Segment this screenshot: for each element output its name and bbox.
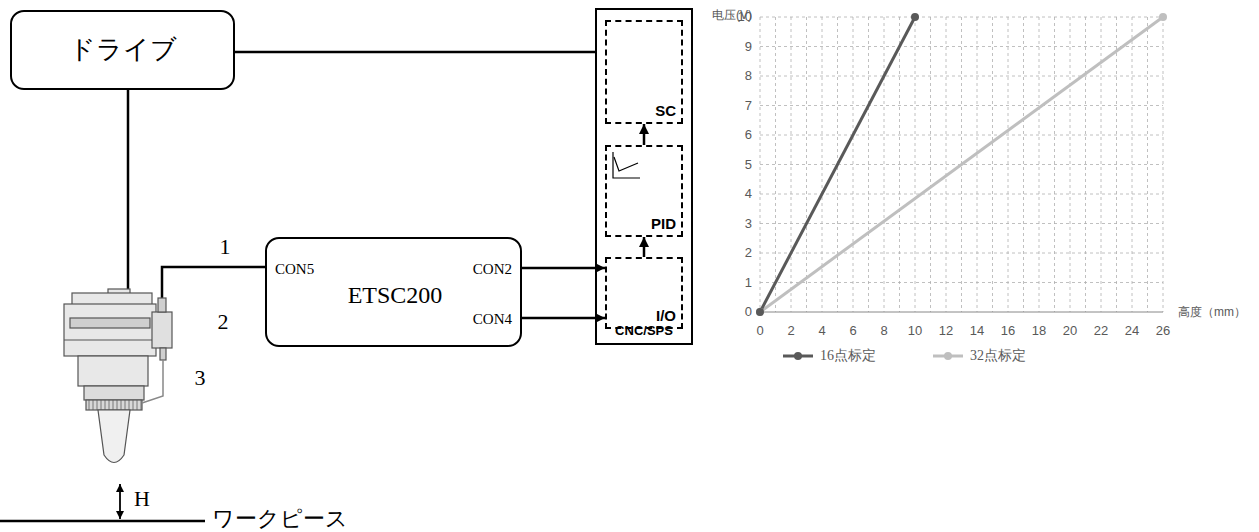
grid-line	[760, 105, 1163, 106]
tick-label: 2	[745, 246, 752, 261]
tick-label: 2	[787, 324, 794, 339]
node-title: PID	[651, 215, 676, 232]
pin-name: CON5	[275, 261, 314, 278]
sensor-cable	[162, 267, 265, 298]
tick-label: 14	[970, 324, 984, 339]
gap-dimension	[119, 484, 121, 519]
grid-line	[1023, 17, 1024, 312]
grid-line	[1147, 17, 1148, 312]
tick-label: 10	[738, 10, 752, 25]
legend-swatch	[783, 352, 813, 360]
callout-number: 3	[195, 365, 206, 390]
grid-line	[775, 17, 776, 312]
data-point	[1159, 13, 1167, 21]
tick-label: 0	[745, 305, 752, 320]
tick-label: 16	[1001, 324, 1015, 339]
drive-cable	[127, 90, 130, 293]
pid-icon	[613, 152, 640, 178]
tick-label: 7	[745, 98, 752, 113]
tick-label: 5	[745, 157, 752, 172]
chart-grid	[760, 17, 1163, 312]
workpiece-line	[0, 520, 205, 523]
tick-label: 4	[818, 324, 825, 339]
callout-number: 2	[218, 309, 229, 334]
cnc-box: CNC/SPS SC PID I/O	[595, 8, 693, 345]
function-block: I/O	[605, 257, 683, 329]
grid-line	[760, 135, 1163, 136]
series-16	[760, 17, 915, 312]
grid-line	[884, 17, 885, 312]
function-block: SC	[605, 20, 683, 124]
grid-line	[760, 253, 1163, 254]
function-block: PID	[605, 145, 683, 237]
tick-label: 18	[1032, 324, 1046, 339]
pin-name: CON4	[473, 311, 512, 328]
callout-number: 1	[220, 234, 231, 259]
laser-head	[64, 289, 172, 463]
tick-label: 6	[745, 128, 752, 143]
connector	[235, 51, 595, 54]
tick-label: 20	[1063, 324, 1077, 339]
controller-box: ETSC200 CON5 CON2CON4	[265, 237, 522, 347]
dimension-label: H	[134, 486, 150, 511]
x-axis	[760, 312, 1163, 313]
tick-label: 24	[1125, 324, 1139, 339]
grid-line	[760, 46, 1163, 47]
axis-title: 高度（mm）	[1178, 306, 1246, 320]
legend-label: 32点标定	[970, 348, 1026, 364]
tick-label: 8	[880, 324, 887, 339]
tick-label: 4	[745, 187, 752, 202]
grid-line	[760, 76, 1163, 77]
grid-line	[760, 17, 1163, 18]
tick-label: 8	[745, 69, 752, 84]
grid-line	[760, 223, 1163, 224]
node-title: SC	[655, 102, 676, 119]
drive-box: ドライブ	[10, 10, 235, 90]
connector	[522, 267, 605, 270]
connector	[643, 237, 646, 257]
tick-label: 22	[1094, 324, 1108, 339]
node-title: ETSC200	[348, 282, 443, 310]
axis-title: 电压(V)	[712, 9, 752, 23]
tick-label: 3	[745, 216, 752, 231]
connector	[643, 124, 646, 145]
tick-label: 10	[908, 324, 922, 339]
node-title: I/O	[656, 307, 676, 324]
legend-swatch	[933, 352, 963, 360]
node-title: ドライブ	[69, 35, 177, 65]
grid-line	[915, 17, 916, 312]
series-32	[760, 17, 1163, 312]
node-title: CNC/SPS	[615, 324, 673, 339]
data-point	[756, 308, 764, 316]
tick-label: 9	[745, 39, 752, 54]
connector	[522, 317, 605, 320]
grid-line	[1070, 17, 1071, 312]
tick-label: 12	[939, 324, 953, 339]
tick-label: 0	[756, 324, 763, 339]
grid-line	[806, 17, 807, 312]
tick-label: 6	[849, 324, 856, 339]
part-name: ワークピース	[212, 506, 348, 531]
tick-label: 1	[745, 275, 752, 290]
legend-label: 16点标定	[820, 348, 876, 364]
data-point	[756, 308, 764, 316]
grid-line	[992, 17, 993, 312]
grid-line	[760, 282, 1163, 283]
data-point	[911, 13, 919, 21]
pin-name: CON2	[473, 261, 512, 278]
tick-label: 26	[1156, 324, 1170, 339]
